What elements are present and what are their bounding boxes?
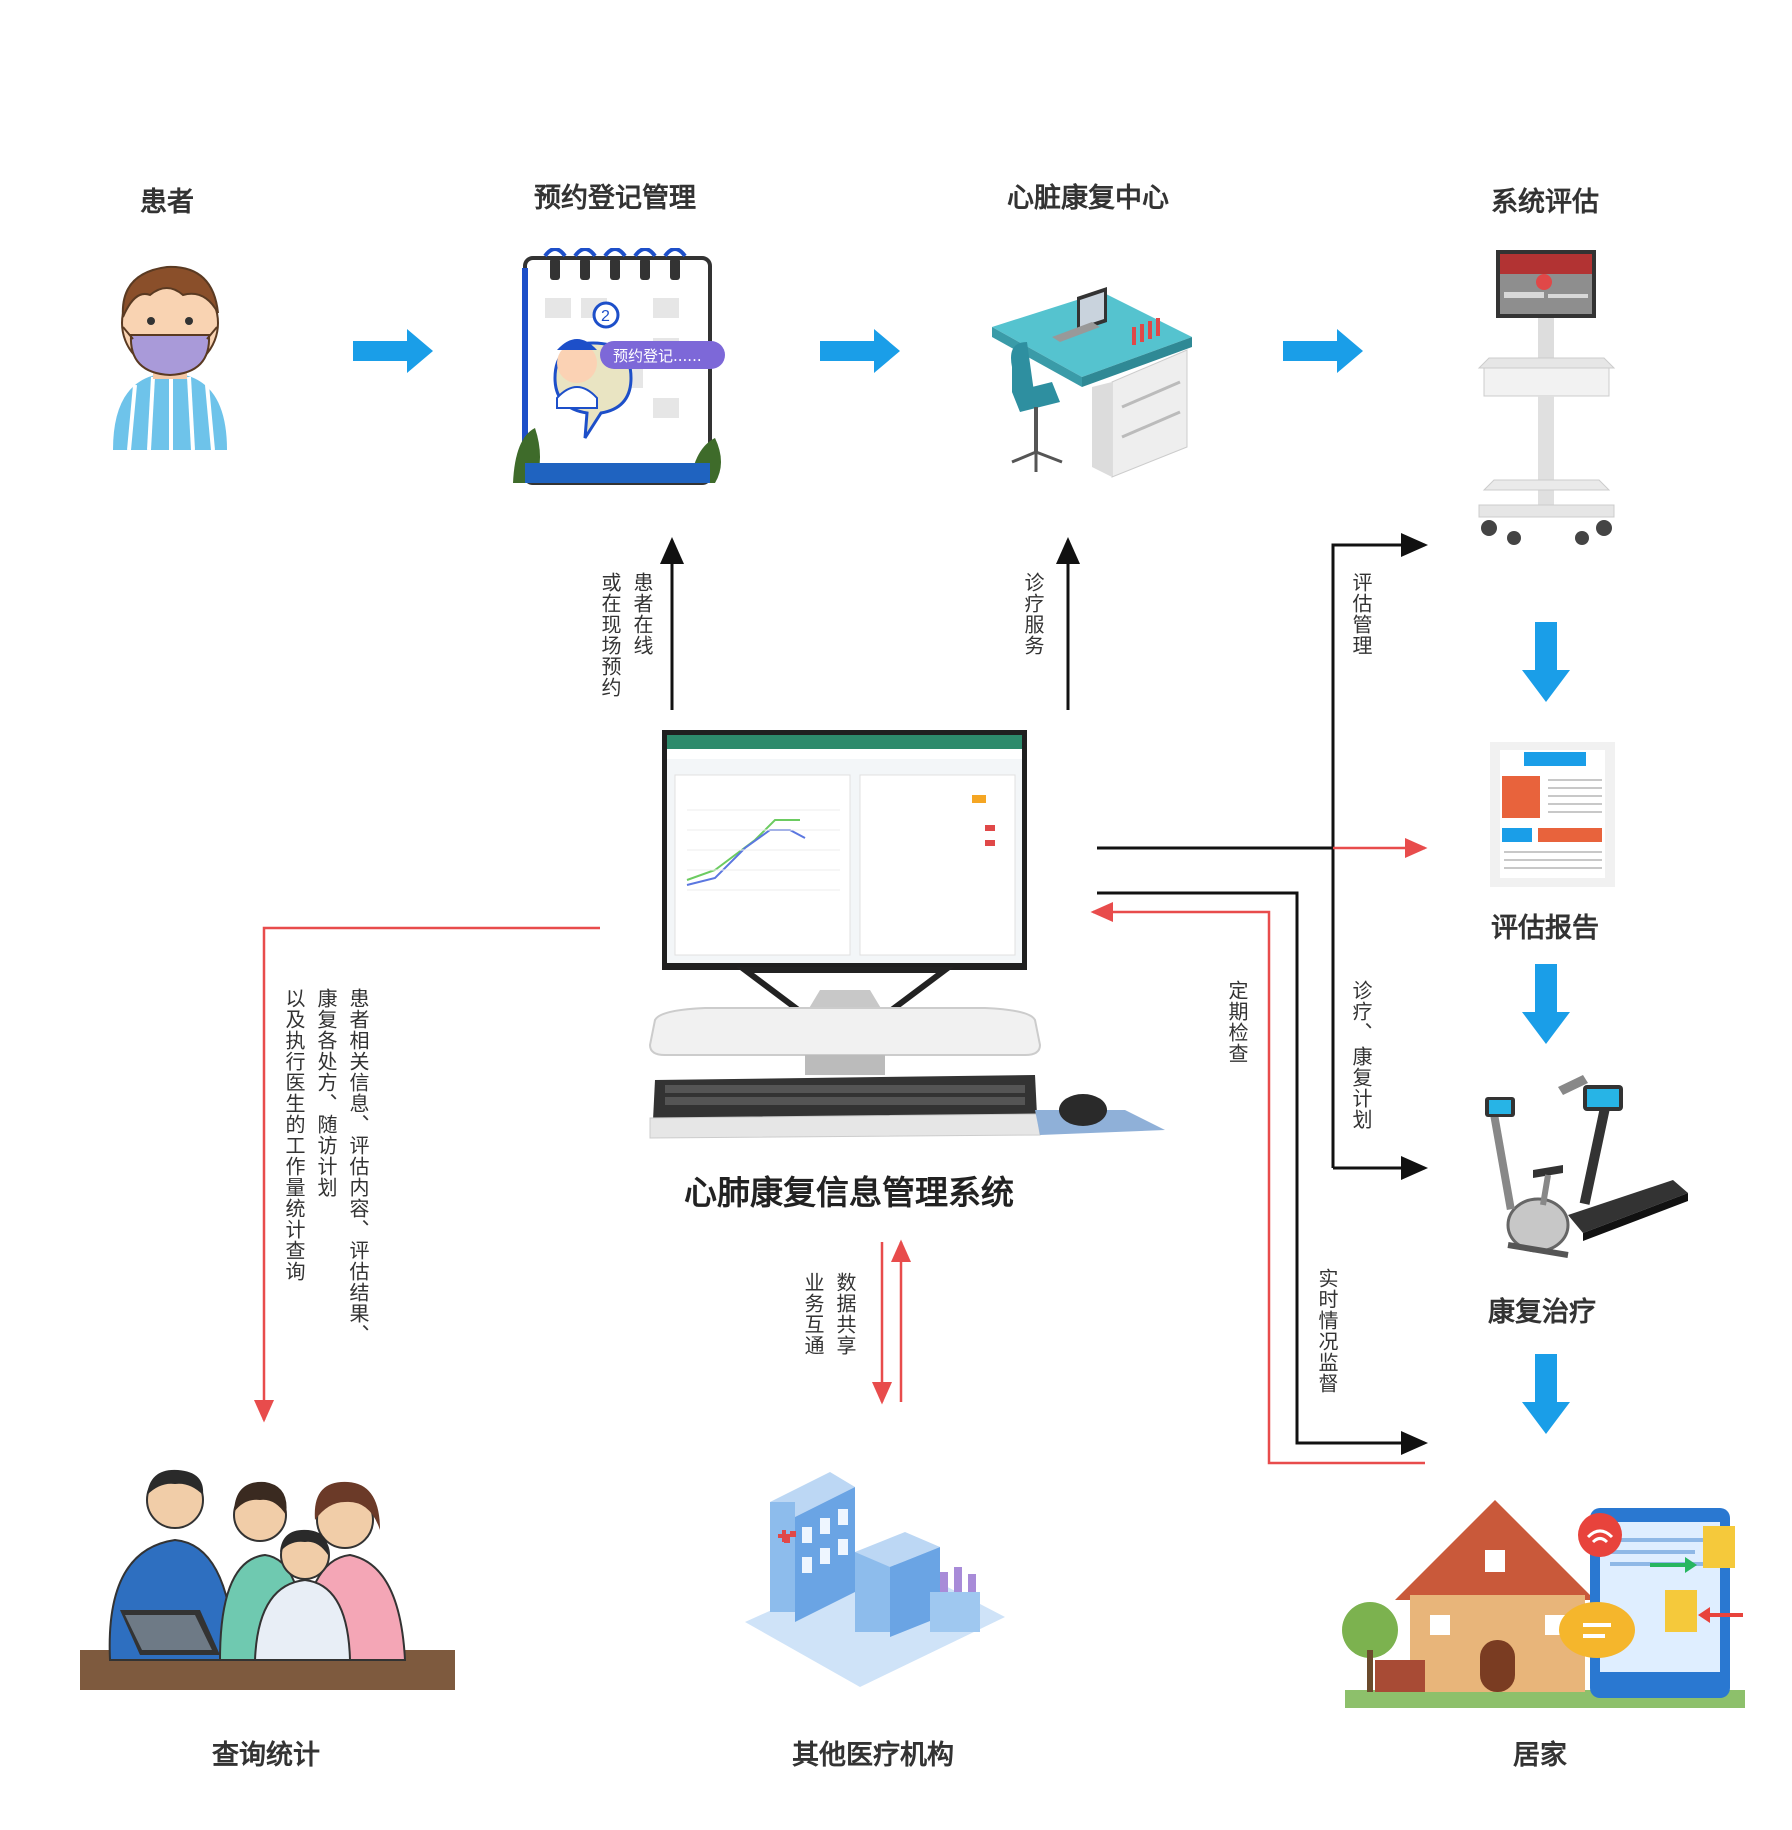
calendar-icon: 2 预约登记...... bbox=[505, 248, 730, 498]
blue-arrow-1 bbox=[353, 329, 433, 373]
label-report: 评估报告 bbox=[1491, 913, 1599, 944]
flow-diag-plan-col2: 康复计划 bbox=[1349, 1046, 1373, 1130]
flow-regular-check: 定期检查 bbox=[1225, 980, 1249, 1064]
blue-arrow-2 bbox=[820, 329, 900, 373]
desk-icon bbox=[982, 282, 1197, 482]
flow-share-col2: 业务互通 bbox=[801, 1272, 825, 1356]
label-patient: 患者 bbox=[140, 187, 194, 218]
hospital-icon bbox=[740, 1462, 1010, 1697]
flow-realtime-monitor: 实时情况监督 bbox=[1315, 1268, 1339, 1394]
label-query: 查询统计 bbox=[212, 1740, 320, 1771]
flow-query-col1: 患者相关信息、评估内容、评估结果、 bbox=[346, 988, 370, 1345]
label-home: 居家 bbox=[1513, 1740, 1567, 1771]
line-regular-check bbox=[1090, 902, 1425, 1465]
line-realtime-monitor bbox=[1097, 891, 1428, 1455]
home-icon bbox=[1335, 1490, 1750, 1715]
patient-icon bbox=[105, 255, 235, 450]
flow-booking-col2: 或在现场预约 bbox=[598, 572, 622, 698]
flow-diag-plan-col1: 诊疗、 bbox=[1349, 980, 1373, 1043]
doctors-icon bbox=[80, 1460, 455, 1690]
booking-bubble-text: 预约登记...... bbox=[613, 347, 702, 365]
report-icon bbox=[1490, 742, 1615, 887]
flow-booking-col1: 患者在线 bbox=[630, 572, 654, 656]
label-other-inst: 其他医疗机构 bbox=[792, 1740, 954, 1771]
line-query-stats bbox=[254, 926, 600, 1423]
flow-query-col2: 康复各处方、随访计划 bbox=[314, 988, 338, 1198]
computer-icon bbox=[645, 730, 1165, 1145]
blue-arrow-down-3 bbox=[1522, 1354, 1570, 1434]
exercise-equipment-icon bbox=[1463, 1075, 1688, 1260]
svg-text:2: 2 bbox=[601, 308, 610, 325]
label-booking: 预约登记管理 bbox=[534, 183, 696, 214]
flow-share-col1: 数据共享 bbox=[833, 1272, 857, 1356]
label-assessment: 系统评估 bbox=[1491, 187, 1599, 218]
blue-arrow-3 bbox=[1283, 329, 1363, 373]
blue-arrow-down-1 bbox=[1522, 622, 1570, 702]
flow-diagnosis-service: 诊疗服务 bbox=[1021, 572, 1045, 656]
blue-arrow-down-2 bbox=[1522, 964, 1570, 1044]
flow-assessment-mgmt: 评估管理 bbox=[1349, 572, 1373, 656]
label-therapy: 康复治疗 bbox=[1488, 1297, 1596, 1328]
label-center: 心脏康复中心 bbox=[1007, 183, 1169, 214]
flow-query-col3: 以及执行医生的工作量统计查询 bbox=[282, 988, 306, 1282]
line-assessment-up bbox=[1331, 533, 1428, 1168]
assessment-cart-icon bbox=[1474, 250, 1619, 550]
label-system: 心肺康复信息管理系统 bbox=[684, 1173, 1014, 1212]
